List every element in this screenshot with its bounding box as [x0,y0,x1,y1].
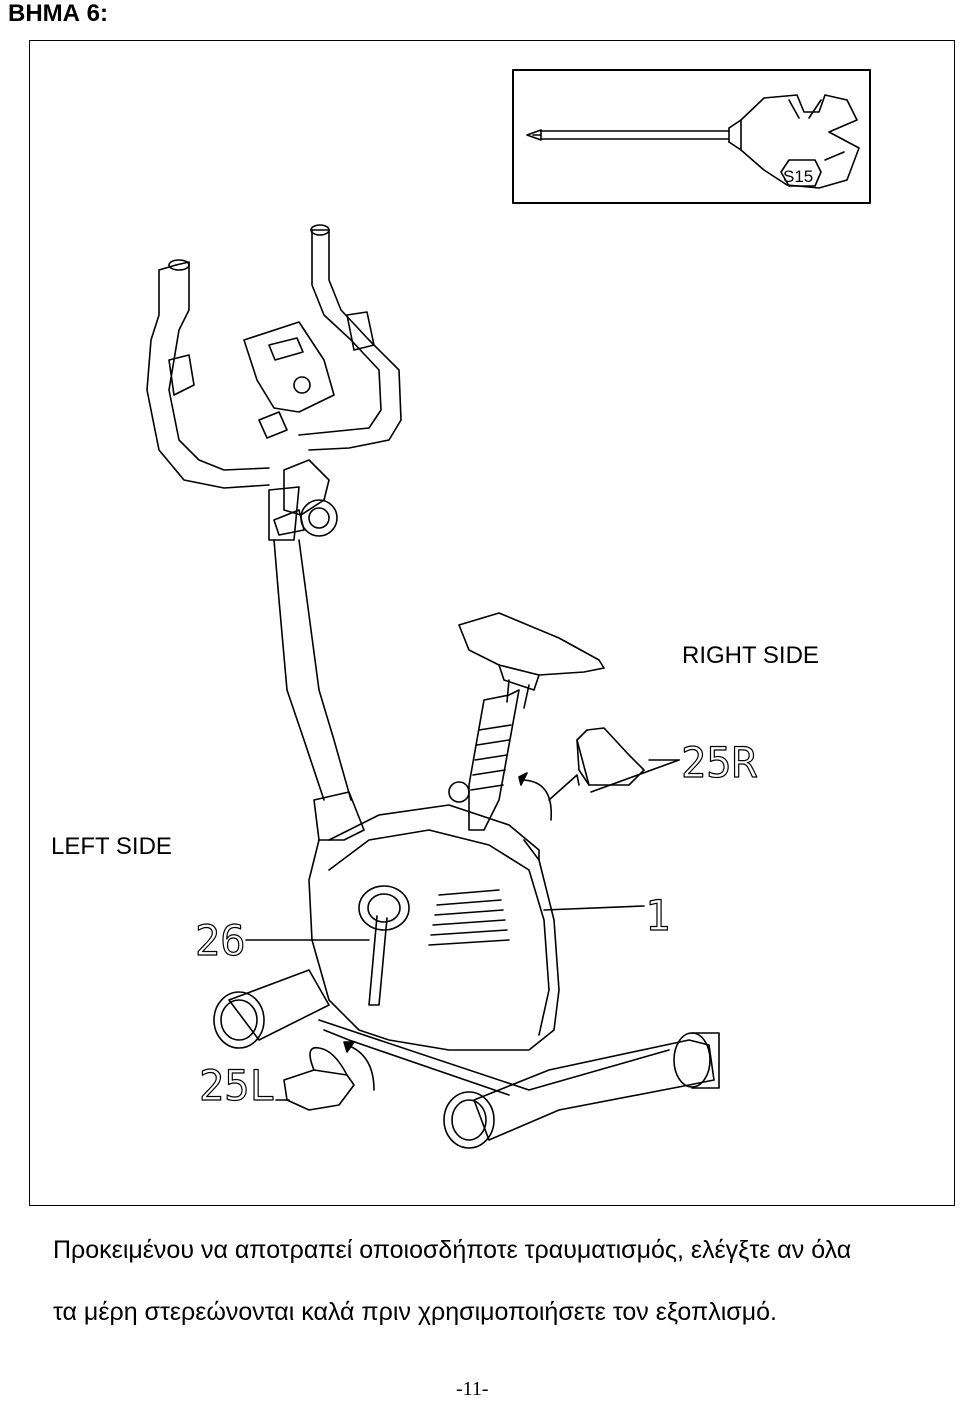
page-number: -11- [456,1378,489,1400]
part-label-1: 1 [645,891,670,940]
part-label-26: 26 [195,916,246,965]
tool-size-label: S15 [783,167,813,186]
step-title: ΒΗΜΑ 6: [8,0,108,27]
right-side-label: RIGHT SIDE [682,642,819,669]
left-side-label: LEFT SIDE [51,833,172,860]
figure-frame [29,40,955,1206]
part-labels: 25R 1 26 25L [194,737,758,1110]
exercise-bike-drawing [146,224,720,1149]
part-label-25r: 25R [681,738,758,787]
part-label-25l: 25L [199,1061,275,1110]
assembly-illustration: S15 [146,69,871,1149]
instruction-line-2: τα μέρη στερεώνονται καλά πριν χρησιμοπο… [53,1298,777,1326]
tool-inset: S15 [512,69,871,204]
instruction-line-1: Προκειμένου να αποτραπεί οποιοσδήποτε τρ… [53,1236,852,1264]
screwdriver-wrench-icon [526,94,860,189]
